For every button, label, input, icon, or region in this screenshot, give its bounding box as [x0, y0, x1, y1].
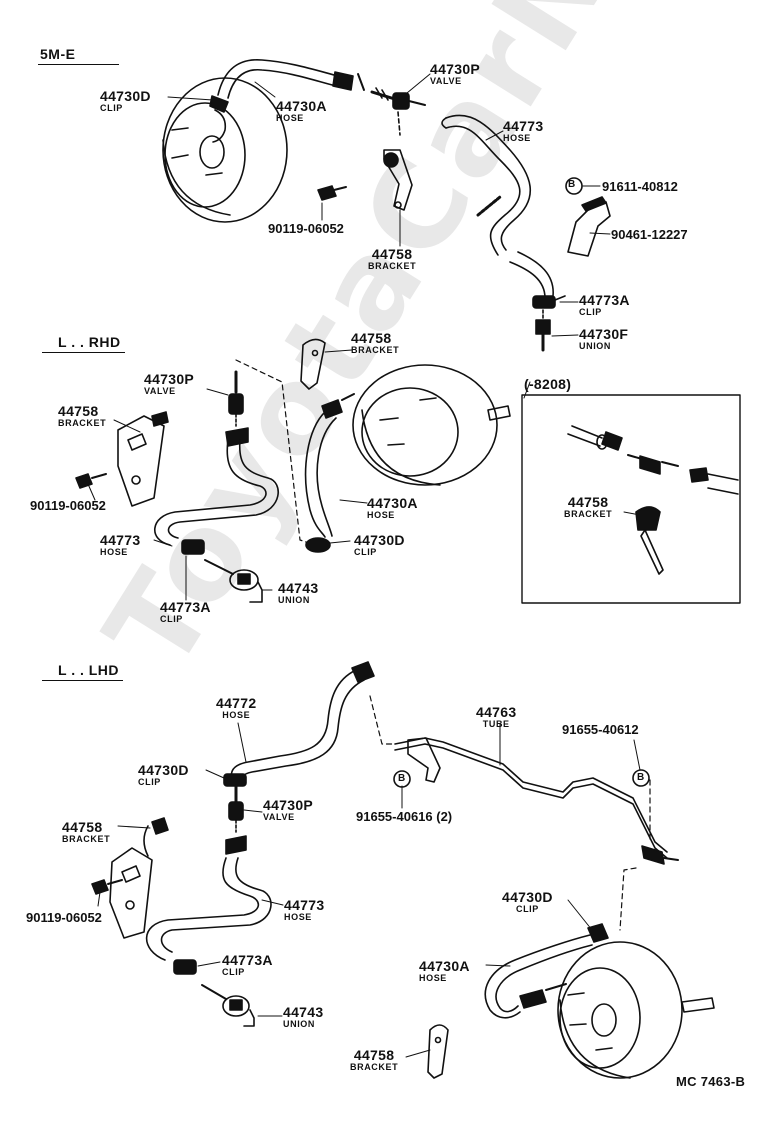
s2-clip-44773A [181, 539, 205, 555]
circle-b-marker-s3-left: B [398, 773, 406, 784]
s2-booster [352, 364, 511, 486]
s1-leaders [167, 73, 611, 337]
label-s1-90461-12227: 90461-12227 [611, 227, 688, 242]
s2-hose-44773 [154, 439, 279, 546]
label-s3-91655-40616: 91655-40616 (2) [356, 809, 453, 824]
s1-valve-44730P [370, 87, 426, 136]
s3-hose-44773 [145, 857, 272, 961]
s2-inset-leader [523, 381, 531, 399]
inset-range-label: (-8208) [524, 376, 572, 392]
label-s2-90119-06052: 90119-06052 [30, 498, 106, 513]
s1-clip-44773A [532, 295, 566, 309]
circle-b-marker-s3-right: B [637, 772, 645, 783]
label-s1-90119-06052: 90119-06052 [268, 221, 344, 236]
s2-bolt-90119 [75, 473, 107, 489]
s3-dashed [369, 695, 651, 931]
s3-circle-b [393, 769, 650, 788]
s1-bolt-90119 [317, 185, 347, 201]
s1-union-44730F [535, 309, 551, 352]
s3-hose-44730A [484, 923, 609, 1019]
s3-hose-44772 [230, 661, 375, 785]
label-s3-90119-06052: 90119-06052 [26, 910, 102, 925]
s1-hose-44773 [441, 114, 554, 299]
s2-valve-44730P [225, 370, 249, 447]
section-title-rhd: L . . RHD [42, 334, 125, 353]
s3-leaders [97, 722, 641, 1058]
s1-booster [162, 77, 288, 223]
s1-hose-44730A [209, 59, 365, 113]
s3-booster [557, 941, 715, 1079]
s2-bracket-44758-left [117, 411, 169, 507]
s2-bracket-44758-upper [300, 338, 326, 390]
s1-clip-90461 [567, 196, 611, 257]
s1-bracket-44758 [383, 149, 413, 211]
figure-code: MC 7463-B [676, 1074, 746, 1089]
s3-bolt-90119 [91, 879, 123, 895]
s3-clip-44773A [173, 959, 197, 975]
s3-bracket-44758-bottom [427, 1024, 449, 1079]
section-title-5me: 5M-E [38, 46, 120, 65]
circle-b-marker-s1: B [568, 179, 576, 190]
s3-bracket-44758-left [109, 817, 169, 939]
s2-leaders [87, 349, 368, 601]
section-title-lhd: L . . LHD [42, 662, 124, 681]
label-s1-91611-40812: 91611-40812 [602, 179, 678, 194]
s2-union-44743 [204, 559, 263, 603]
s1-circle-b [565, 177, 583, 195]
s3-clip-44730D [223, 773, 247, 787]
s3-tube-44763 [394, 737, 679, 865]
s2-inset [521, 394, 741, 604]
s3-union-44743 [201, 984, 255, 1027]
s3-valve-44730P [225, 784, 247, 855]
s2-hose-44730A [304, 393, 355, 553]
label-s3-91655-40612: 91655-40612 [562, 722, 639, 737]
s2-dashed [235, 359, 307, 543]
